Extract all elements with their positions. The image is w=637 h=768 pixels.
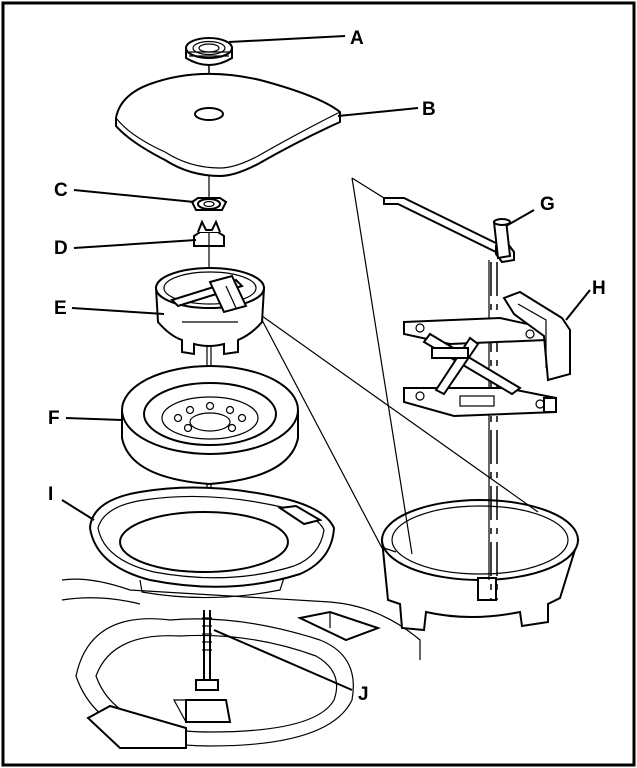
- scissor-jack-part-h: [403, 290, 571, 418]
- callout-label-a: A: [350, 28, 364, 49]
- trunk-well-part-j: [61, 578, 421, 749]
- wing-nut-part-c: [190, 197, 228, 211]
- callout-label-g: G: [540, 194, 555, 215]
- callout-leaders: [61, 35, 591, 691]
- liner-part-i: [88, 486, 336, 599]
- spare-tire-part-f: [121, 365, 299, 486]
- callout-label-j: J: [358, 684, 369, 705]
- callout-label-i: I: [48, 484, 53, 505]
- tool-tray-part-e: [154, 267, 266, 356]
- bucket-connector-lines: [261, 177, 539, 555]
- callout-label-c: C: [54, 180, 68, 201]
- callout-label-h: H: [592, 278, 606, 299]
- callout-label-b: B: [422, 99, 436, 120]
- cover-plate-part-b: [115, 72, 341, 178]
- callout-label-d: D: [54, 238, 68, 259]
- retainer-part-d: [193, 219, 225, 247]
- cap-part-a: [185, 37, 233, 66]
- callout-label-f: F: [48, 408, 60, 429]
- jack-storage-bucket: [380, 499, 580, 632]
- callout-label-e: E: [54, 298, 67, 319]
